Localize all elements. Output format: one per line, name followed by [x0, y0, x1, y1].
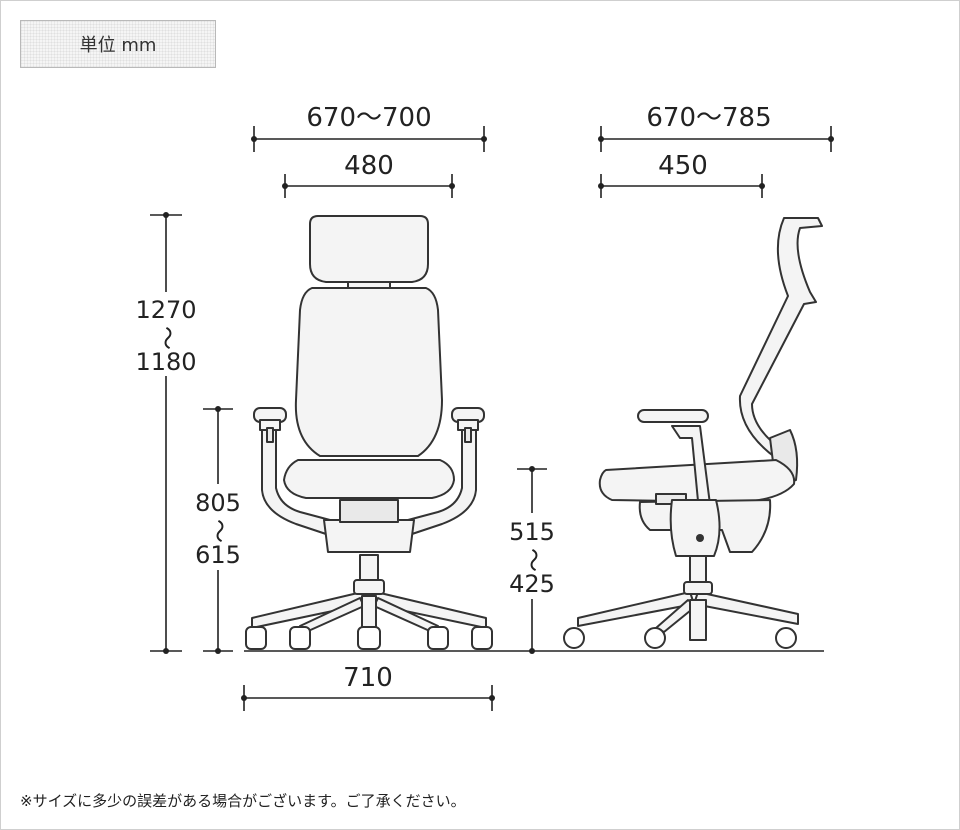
chair-front-view — [245, 215, 493, 650]
armrest-height-range-mark: 〜 — [205, 519, 233, 543]
dim-total-height: 1270 〜 1180 — [132, 212, 200, 654]
total-height-max-label: 1270 — [135, 296, 196, 324]
total-height-range-mark: 〜 — [153, 326, 181, 350]
dim-side-depth-seat: 450 — [598, 151, 765, 198]
dim-front-width-overall: 670〜700 — [251, 103, 487, 152]
chair-side-view — [563, 217, 823, 649]
armrest-height-min-label: 615 — [195, 541, 241, 569]
side-depth-overall-label: 670〜785 — [646, 103, 771, 133]
armrest-height-max-label: 805 — [195, 489, 241, 517]
dim-front-width-seat: 480 — [282, 151, 455, 198]
front-width-overall-label: 670〜700 — [306, 103, 431, 133]
dim-side-depth-overall: 670〜785 — [598, 103, 834, 152]
seat-height-range-mark: 〜 — [519, 548, 547, 572]
base-width-label: 710 — [343, 663, 393, 693]
dim-armrest-height: 805 〜 615 — [190, 406, 246, 654]
seat-height-max-label: 515 — [509, 518, 555, 546]
unit-badge: 単位 mm — [20, 20, 216, 68]
seat-height-min-label: 425 — [509, 570, 555, 598]
unit-label: 単位 mm — [79, 35, 157, 56]
total-height-min-label: 1180 — [135, 348, 196, 376]
dim-seat-height: 515 〜 425 — [504, 466, 560, 654]
size-tolerance-note: ※サイズに多少の誤差がある場合がございます。ご了承ください。 — [20, 792, 466, 810]
dim-base-width: 710 — [241, 663, 495, 711]
front-width-seat-label: 480 — [344, 151, 394, 181]
side-depth-seat-label: 450 — [658, 151, 708, 181]
